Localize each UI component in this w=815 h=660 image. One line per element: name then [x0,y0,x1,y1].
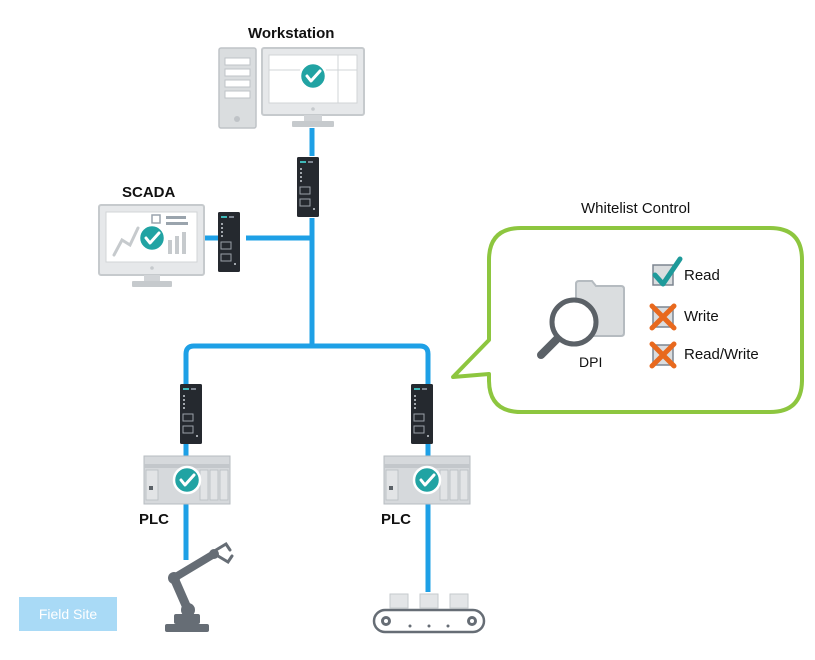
scada-label: SCADA [122,184,176,201]
left-plc-check-icon [172,465,202,495]
distribution-bus [183,343,431,384]
permission-read-label: Read [684,267,720,284]
network-links [183,128,431,592]
read-checkmark-icon [652,256,683,287]
left-firewall [179,383,203,445]
right-firewall [410,383,434,445]
dpi-inspection-icon [537,280,625,359]
workstation-label: Workstation [248,25,335,42]
callout-title: Whitelist Control [581,200,691,217]
scada-check-icon [137,223,167,253]
dpi-label: DPI [579,354,603,370]
write-x-icon [649,303,677,331]
permission-write-label: Write [684,308,719,325]
conveyor-icon [372,593,486,634]
robot-arm-icon [165,541,234,632]
read-write-x-icon [649,341,677,369]
workstation-firewall [296,156,320,218]
plc-left-label: PLC [139,511,169,528]
right-plc-check-icon [412,465,442,495]
field-site-badge: Field Site [19,597,117,631]
permission-read-write-label: Read/Write [684,346,759,363]
workstation-tower [218,47,257,129]
workstation-check-icon [298,61,328,91]
scada-firewall [217,211,241,273]
plc-right-label: PLC [381,511,411,528]
whitelist-callout [451,226,804,414]
